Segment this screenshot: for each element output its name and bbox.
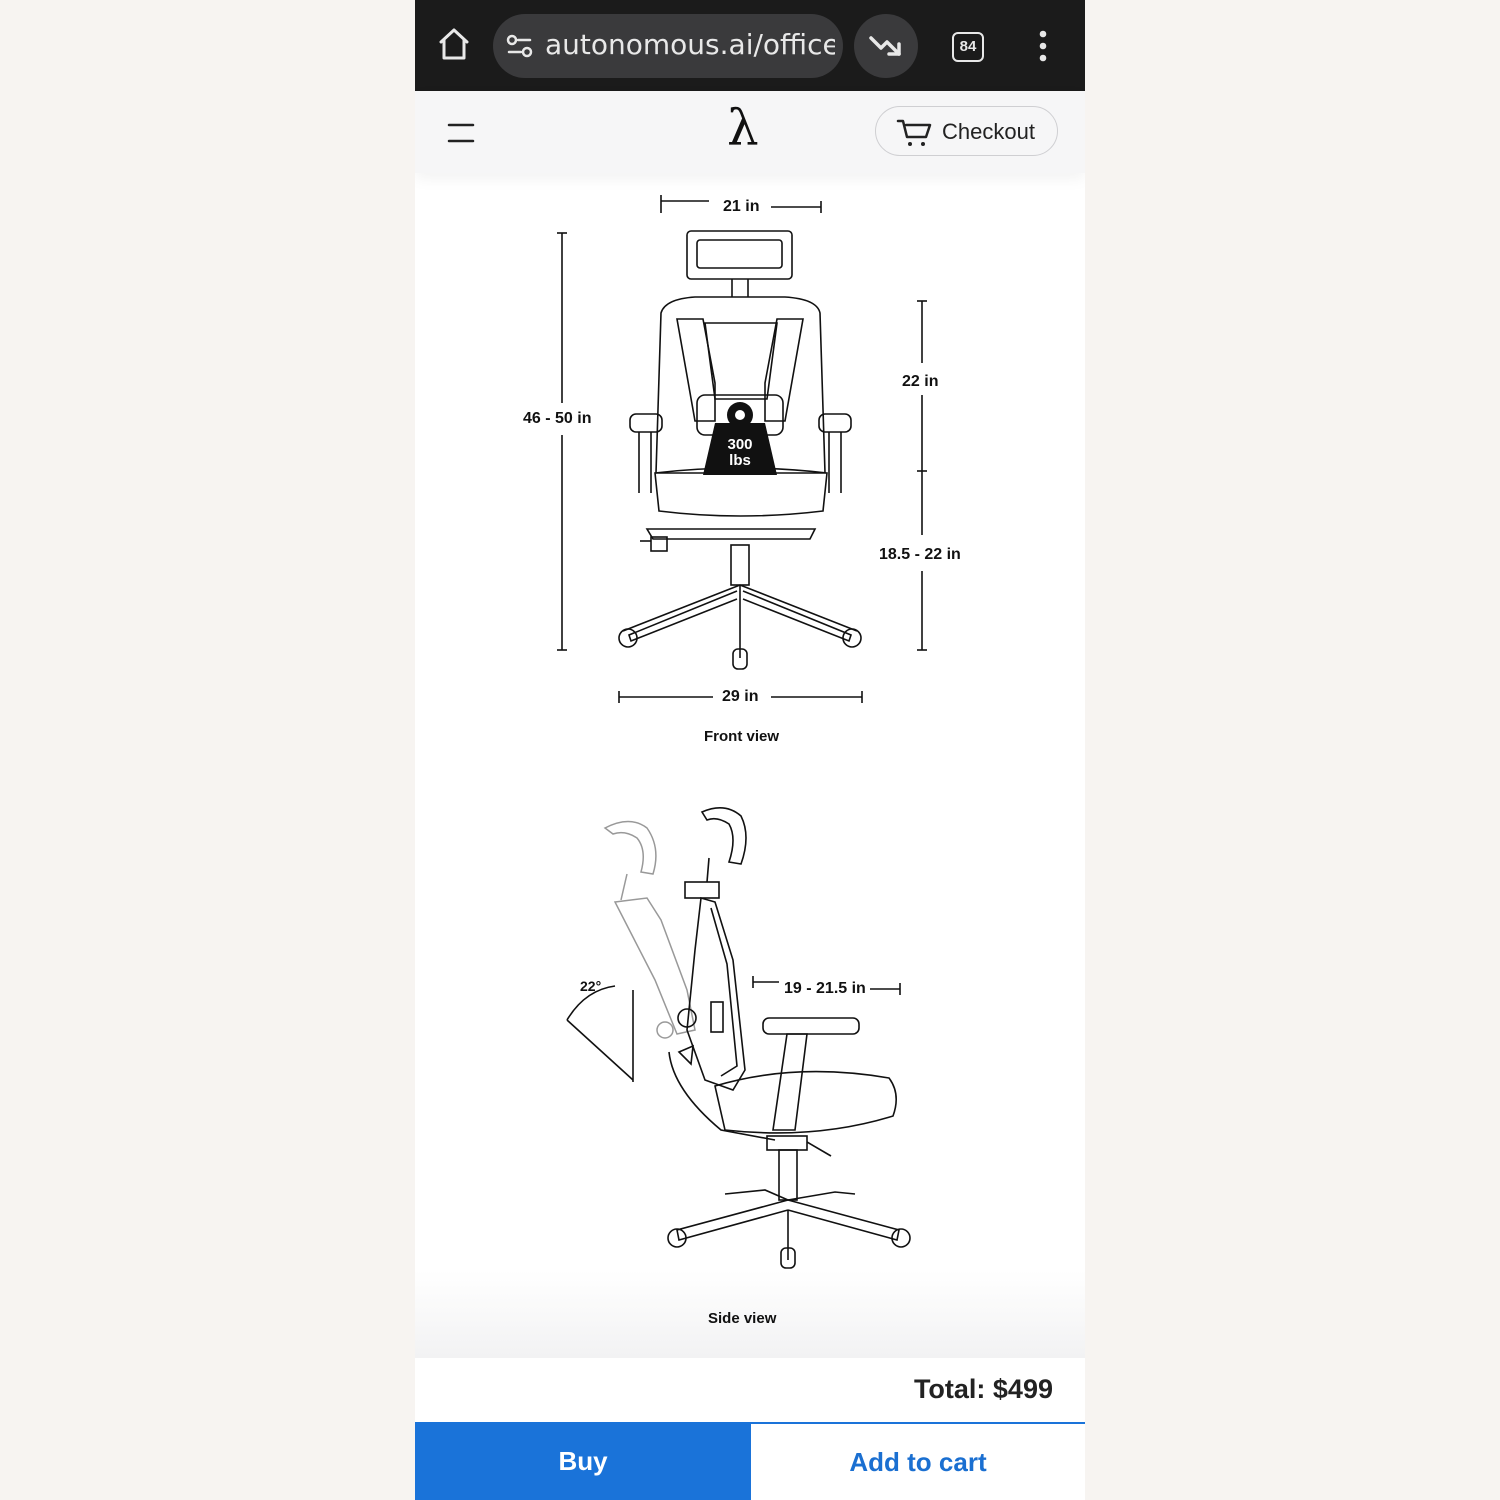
- seat-depth-label: 19 - 21.5 in: [784, 980, 866, 997]
- recline-angle-label: 22°: [580, 978, 602, 994]
- checkout-button[interactable]: Checkout: [875, 106, 1058, 156]
- home-icon[interactable]: [437, 26, 471, 67]
- trending-button[interactable]: [854, 14, 918, 78]
- front-width-label: 21 in: [723, 198, 760, 215]
- front-view-drawing: [557, 195, 927, 703]
- side-view-drawing: [566, 807, 911, 1269]
- checkout-label: Checkout: [942, 119, 1035, 144]
- logo[interactable]: λ: [727, 99, 759, 157]
- browser-toolbar: autonomous.ai/office-c 84: [415, 0, 1085, 91]
- more-vert-icon[interactable]: [1037, 30, 1049, 67]
- trending-icon: [868, 32, 904, 65]
- site-header: λ Checkout: [415, 91, 1085, 173]
- tabs-icon[interactable]: 84: [952, 32, 984, 62]
- buy-button[interactable]: Buy: [415, 1422, 751, 1500]
- total-price: Total: $499: [913, 1374, 1053, 1404]
- menu-icon[interactable]: [447, 123, 475, 148]
- address-bar[interactable]: autonomous.ai/office-c: [493, 14, 843, 78]
- base-width-label: 29 in: [722, 688, 759, 705]
- seat-height-label: 18.5 - 22 in: [879, 546, 961, 563]
- front-height-label: 46 - 50 in: [523, 410, 592, 427]
- side-view-caption: Side view: [708, 1310, 777, 1327]
- content-fade: [415, 1270, 1085, 1358]
- add-to-cart-button[interactable]: Add to cart: [751, 1422, 1085, 1500]
- total-bar: Total: $499: [415, 1358, 1085, 1422]
- weight-value: 300: [727, 436, 753, 453]
- cart-icon: [896, 117, 934, 154]
- url-text: autonomous.ai/office-c: [545, 28, 835, 61]
- weight-capacity-badge: [703, 402, 777, 475]
- site-settings-icon[interactable]: [506, 34, 534, 63]
- backrest-height-label: 22 in: [902, 373, 939, 390]
- front-view-caption: Front view: [704, 728, 780, 745]
- weight-unit: lbs: [729, 452, 751, 469]
- phone-screen: autonomous.ai/office-c 84 λ Checkout: [415, 0, 1085, 1500]
